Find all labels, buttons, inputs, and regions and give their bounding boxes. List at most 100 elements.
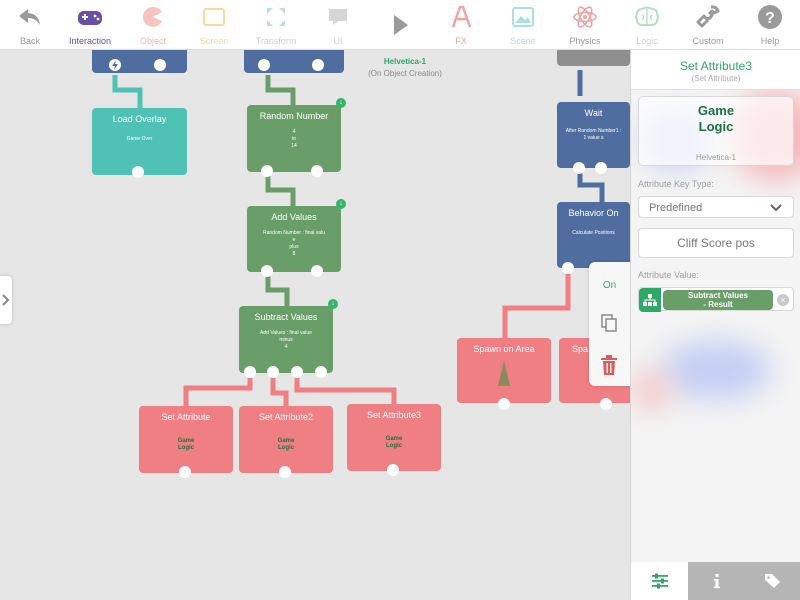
- clock-port[interactable]: [132, 166, 144, 178]
- download-icon: ↓: [336, 199, 346, 209]
- speech-bubble-icon: [329, 9, 347, 25]
- node-subtract-values[interactable]: Subtract Values Add Values : final value…: [239, 306, 333, 378]
- tab-settings[interactable]: [631, 562, 688, 600]
- event-node-left[interactable]: [92, 50, 187, 73]
- node-body: Calculate Positions: [572, 230, 615, 236]
- tab-tags[interactable]: [744, 562, 800, 600]
- output-port[interactable]: [154, 59, 166, 71]
- ui-label: UI: [333, 36, 343, 46]
- node-body: Random Number : final valu e plus 8: [263, 230, 325, 257]
- expand-arrows-icon: [267, 8, 285, 26]
- output-port[interactable]: [312, 59, 324, 71]
- node-spawn-on-area[interactable]: Spawn on Area: [457, 338, 551, 410]
- key-type-select[interactable]: Predefined: [638, 196, 794, 218]
- output-port[interactable]: [315, 366, 327, 378]
- value-chip[interactable]: Subtract Values - Result: [663, 290, 773, 310]
- node-action-menu: On: [589, 262, 630, 386]
- output-port[interactable]: [267, 366, 279, 378]
- screen-button[interactable]: Screen: [184, 0, 244, 50]
- wire-load-overlay: [112, 75, 143, 108]
- output-port[interactable]: [311, 265, 323, 277]
- event-node-center[interactable]: [244, 50, 344, 73]
- logic-label: Logic: [636, 36, 658, 46]
- trash-icon[interactable]: [600, 355, 618, 375]
- wire-spawn-on-area: [502, 268, 571, 338]
- object-button[interactable]: Object: [123, 0, 183, 50]
- image-icon: [512, 7, 534, 27]
- physics-label: Physics: [569, 36, 601, 46]
- lightning-icon: [109, 59, 121, 71]
- node-random-number[interactable]: Random Number 4 to 14: [247, 105, 341, 177]
- transform-button[interactable]: Transform: [246, 0, 306, 50]
- node-behavior-on[interactable]: Behavior On Calculate Positions: [557, 202, 630, 274]
- fx-button[interactable]: FX: [431, 0, 491, 50]
- scene-button[interactable]: Scene: [493, 0, 553, 50]
- interaction-button[interactable]: Interaction: [60, 0, 120, 50]
- output-port[interactable]: [179, 466, 191, 478]
- decorative-blur: [661, 340, 771, 400]
- help-icon: ?: [758, 5, 782, 29]
- output-port[interactable]: [244, 366, 256, 378]
- clear-icon[interactable]: ×: [777, 294, 789, 306]
- node-add-values[interactable]: Add Values Random Number : final valu e …: [247, 206, 341, 277]
- attribute-value-field[interactable]: Subtract Values - Result ×: [638, 287, 794, 312]
- duplicate-icon[interactable]: [601, 314, 617, 332]
- node-wait[interactable]: Wait After Random Number1 : 1 value s: [557, 102, 630, 174]
- sidebar-expander[interactable]: [0, 276, 12, 324]
- toolbar: Back Interaction Object Screen Transform…: [0, 0, 800, 50]
- screen-icon: [203, 8, 225, 26]
- node-set-attribute2[interactable]: Set Attribute2 Game Logic: [239, 406, 333, 478]
- download-icon: ↓: [328, 299, 338, 309]
- output-port[interactable]: [600, 398, 612, 410]
- physics-button[interactable]: Physics: [555, 0, 615, 50]
- output-port[interactable]: [261, 165, 273, 177]
- clock-port[interactable]: [573, 162, 585, 174]
- back-button[interactable]: Back: [0, 0, 60, 50]
- node-body: Add Values : final value minus 4: [260, 330, 312, 350]
- node-title: Set Attribute: [161, 412, 211, 422]
- wires: [112, 70, 605, 406]
- target-object-card[interactable]: Game Logic Helvetica-1: [638, 96, 794, 166]
- node-load-overlay[interactable]: Load Overlay Game Over: [92, 108, 187, 178]
- output-port[interactable]: [291, 366, 303, 378]
- node-title: Set Attribute3: [366, 410, 422, 420]
- attribute-key-field[interactable]: Cliff Score pos: [638, 228, 794, 258]
- output-port[interactable]: [258, 59, 270, 71]
- output-port[interactable]: [498, 398, 510, 410]
- object-label: Object: [139, 36, 166, 46]
- toggle-on-button[interactable]: On: [602, 280, 617, 291]
- node-body: Game Logic: [177, 438, 195, 451]
- target-logic-label: Game Logic: [697, 103, 735, 134]
- atom-icon: [573, 6, 597, 28]
- spawn-preview-icon: [498, 360, 510, 386]
- output-port[interactable]: [387, 464, 399, 476]
- node-body: Game Logic: [277, 438, 295, 451]
- node-body: After Random Number1 : 1 value s: [565, 128, 622, 141]
- custom-button[interactable]: Custom: [678, 0, 738, 50]
- gamepad-icon: [78, 11, 102, 25]
- wire-set-attribute: [183, 373, 253, 406]
- output-port[interactable]: [279, 466, 291, 478]
- event-node-right[interactable]: [557, 50, 630, 66]
- node-body: 4 to 14: [291, 129, 297, 149]
- output-port[interactable]: [261, 265, 273, 277]
- wire-random-number: [265, 75, 296, 105]
- download-icon: ↓: [336, 98, 346, 108]
- panel-header: Set Attribute3 (Set Attribute): [631, 50, 800, 90]
- tab-info[interactable]: [688, 562, 745, 600]
- sliders-icon: [651, 573, 668, 589]
- node-set-attribute3[interactable]: Set Attribute3 Game Logic: [347, 404, 441, 476]
- node-title: Set Attribute2: [258, 412, 314, 422]
- logic-button[interactable]: Logic: [617, 0, 677, 50]
- behavior-canvas[interactable]: Helvetica-1 (On Object Creation) Load Ov…: [0, 50, 630, 600]
- output-port[interactable]: [595, 162, 607, 174]
- help-button[interactable]: ? Help: [740, 0, 800, 50]
- output-port[interactable]: [562, 262, 574, 274]
- scene-title: Helvetica-1: [383, 57, 427, 66]
- node-title: Behavior On: [568, 208, 619, 218]
- ui-button[interactable]: UI: [308, 0, 368, 50]
- node-set-attribute[interactable]: Set Attribute Game Logic: [139, 406, 233, 478]
- play-button[interactable]: [370, 0, 430, 50]
- output-port[interactable]: [311, 165, 323, 177]
- panel-tabs: [631, 562, 800, 600]
